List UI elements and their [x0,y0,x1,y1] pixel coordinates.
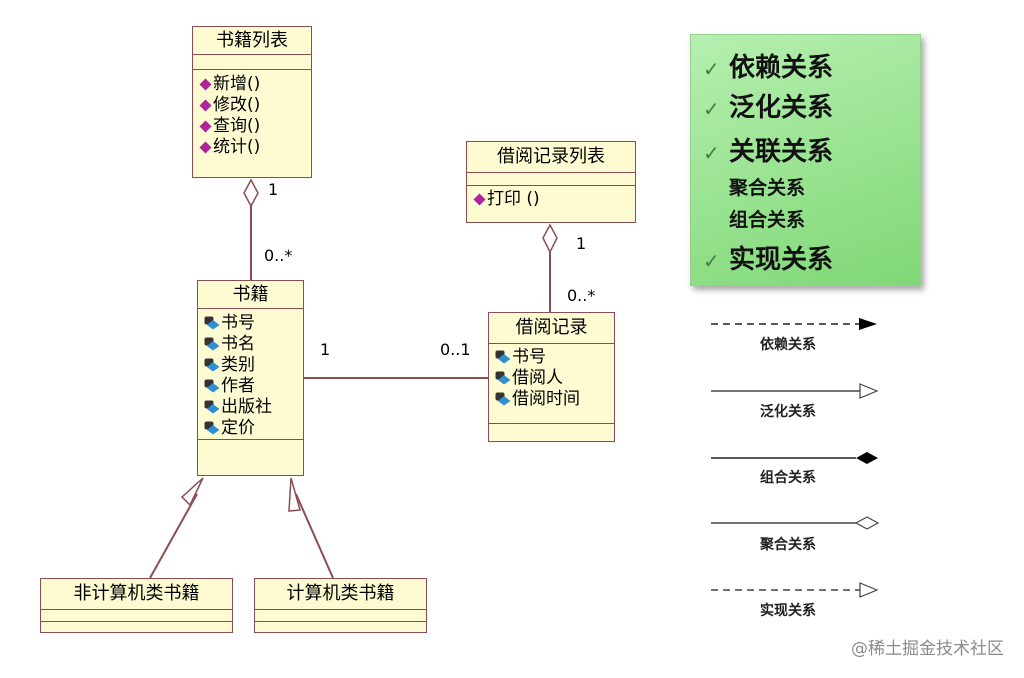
legend-item-realization: ✓实现关系 [703,245,834,275]
method-row[interactable]: 查询() [193,116,311,137]
method-icon [473,193,486,205]
attribute-row[interactable]: 书名 [198,334,303,355]
relation-label-dependency: 依赖关系 [760,337,816,353]
attribute-row[interactable]: 借阅时间 [489,389,614,410]
generalization-line-right [295,493,334,579]
class-non-computer-book-name: 非计算机类书籍 [41,579,232,610]
multiplicity-assoc-record: 0..1 [440,340,471,359]
class-borrow-list[interactable]: 借阅记录列表 打印 () [466,141,636,223]
attribute-icon [495,392,511,406]
method-icon [199,78,212,90]
relation-aggregation-sample [711,516,880,530]
multiplicity-book: 0..* [264,246,293,265]
attribute-icon [204,400,220,414]
class-borrow-list-name: 借阅记录列表 [467,142,635,173]
relation-generalization-sample [711,383,879,399]
method-row[interactable]: 统计() [193,137,311,158]
relationship-legend: ✓依赖关系 ✓泛化关系 ✓关联关系 聚合关系 组合关系 ✓实现关系 [690,34,921,286]
attribute-section [41,610,232,622]
method-row[interactable]: 修改() [193,95,311,116]
legend-item-composition: 组合关系 [729,209,806,231]
relation-label-aggregation: 聚合关系 [760,537,816,553]
attribute-section [467,173,635,186]
relation-dependency-sample [711,318,877,330]
attribute-icon [204,358,220,372]
method-row[interactable]: 打印 () [467,189,635,210]
attribute-section: 书号 书名 类别 作者 出版社 定价 [198,309,303,440]
multiplicity-borrowlist: 1 [576,234,587,253]
legend-item-dependency: ✓依赖关系 [703,53,834,83]
attribute-icon [495,350,511,364]
hollow-diamond-booklist [243,178,259,208]
attribute-row[interactable]: 作者 [198,376,303,397]
check-icon: ✓ [703,141,720,165]
watermark: @稀土掘金技术社区 [851,639,1004,659]
class-computer-book-name: 计算机类书籍 [255,579,426,610]
attribute-row[interactable]: 借阅人 [489,368,614,389]
attribute-row[interactable]: 书号 [198,313,303,334]
attribute-icon [204,379,220,393]
class-borrow-record-name: 借阅记录 [489,313,614,344]
class-book-list-name: 书籍列表 [193,27,311,55]
attribute-icon [204,316,220,330]
check-icon: ✓ [703,57,720,81]
attribute-section [255,610,426,622]
multiplicity-booklist: 1 [268,180,279,199]
class-book[interactable]: 书籍 书号 书名 类别 作者 出版社 定价 [197,280,304,476]
class-non-computer-book[interactable]: 非计算机类书籍 [40,578,233,633]
legend-item-aggregation: 聚合关系 [729,177,806,199]
method-icon [199,99,212,111]
attribute-section [193,55,311,70]
multiplicity-assoc-book: 1 [320,340,331,359]
method-icon [199,141,212,153]
method-section: 打印 () [467,186,635,210]
relation-composition-sample [711,452,878,464]
attribute-row[interactable]: 出版社 [198,397,303,418]
legend-item-association: ✓关联关系 [703,137,834,167]
class-borrow-record[interactable]: 借阅记录 书号 借阅人 借阅时间 [488,312,615,442]
relation-label-generalization: 泛化关系 [760,404,816,420]
legend-item-generalization: ✓泛化关系 [703,93,834,123]
relation-label-realization: 实现关系 [760,603,816,619]
attribute-row[interactable]: 定价 [198,418,303,439]
relation-realization-sample [711,582,879,598]
method-row[interactable]: 新增() [193,74,311,95]
relation-label-composition: 组合关系 [760,470,816,486]
attribute-icon [495,371,511,385]
hollow-triangle-left [180,477,204,507]
hollow-triangle-right [288,477,301,512]
attribute-icon [204,421,220,435]
check-icon: ✓ [703,249,720,273]
attribute-row[interactable]: 书号 [489,347,614,368]
hollow-diamond-borrowlist [542,223,558,254]
method-icon [199,120,212,132]
generalization-line-left [149,493,198,579]
attribute-row[interactable]: 类别 [198,355,303,376]
attribute-section: 书号 借阅人 借阅时间 [489,344,614,424]
class-book-name: 书籍 [198,281,303,309]
check-icon: ✓ [703,97,720,121]
multiplicity-record: 0..* [567,286,596,305]
class-computer-book[interactable]: 计算机类书籍 [254,578,427,633]
class-book-list[interactable]: 书籍列表 新增() 修改() 查询() 统计() [192,26,312,178]
method-section: 新增() 修改() 查询() 统计() [193,70,311,158]
attribute-icon [204,337,220,351]
